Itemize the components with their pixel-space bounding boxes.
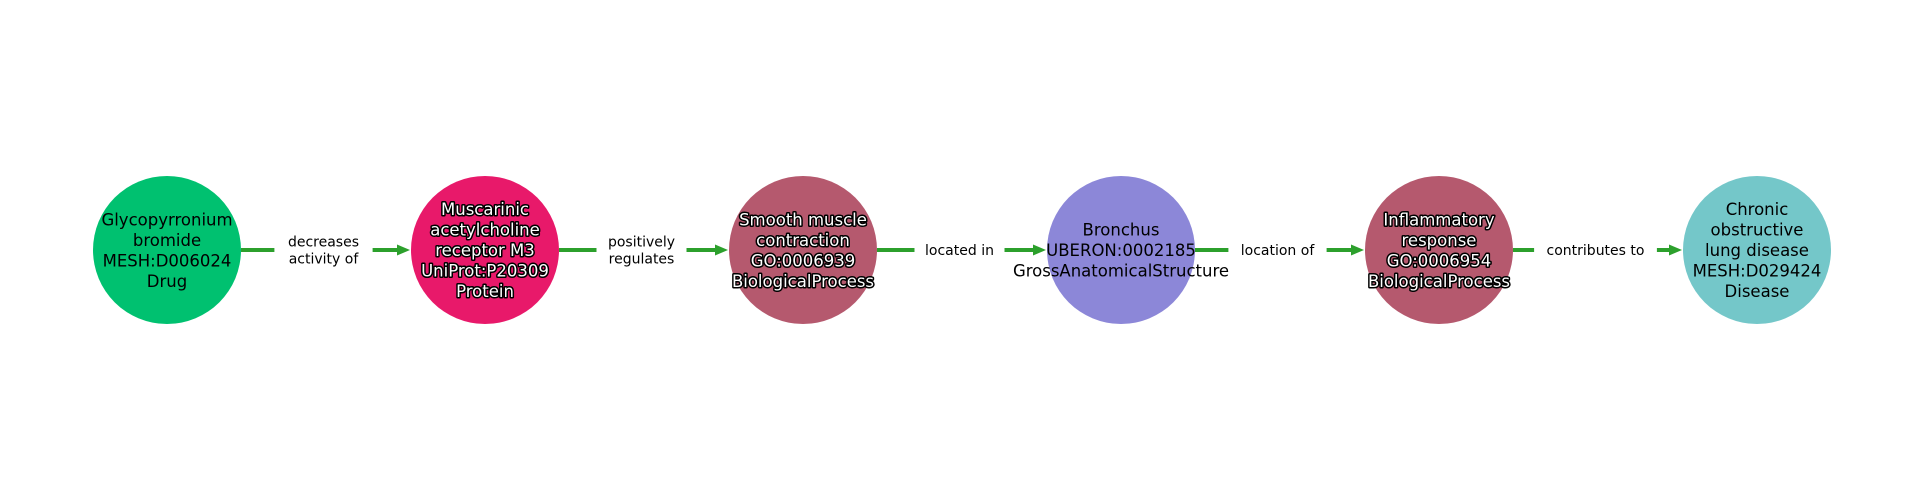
edge-label-background xyxy=(1534,239,1657,261)
node-label-line: Disease xyxy=(1725,282,1790,301)
node-label-line: GO:0006954 xyxy=(1387,251,1492,270)
node-label-line: UniProt:P20309 xyxy=(421,262,549,281)
edge-label-line: regulates xyxy=(609,252,675,268)
edge-label-background xyxy=(596,231,687,269)
node-label-line: BiologicalProcess xyxy=(1368,272,1510,291)
edge-label: location of xyxy=(1228,239,1327,261)
node-label-line: response xyxy=(1402,231,1477,250)
node-label-line: BiologicalProcess xyxy=(732,272,874,291)
node-label-line: Bronchus xyxy=(1083,221,1160,240)
node-label-line: Drug xyxy=(147,272,187,291)
edge-label-background xyxy=(274,231,373,269)
node-label-line: lung disease xyxy=(1705,241,1809,260)
graph-node: Inflammatory responseGO:0006954Biological… xyxy=(1365,176,1513,324)
node-label-line: GrossAnatomicalStructure xyxy=(1013,262,1229,281)
node-label-line: obstructive xyxy=(1711,221,1804,240)
edge-label-line: located in xyxy=(925,243,994,259)
edge-arrowhead xyxy=(715,244,728,256)
node-label-line: Smooth muscle xyxy=(739,210,867,229)
edge-label-line: decreases xyxy=(288,235,359,251)
edge-label-background xyxy=(914,239,1005,261)
node-label-line: Protein xyxy=(456,282,514,301)
edge-label: contributes to xyxy=(1534,239,1657,261)
node-label-line: receptor M3 xyxy=(435,241,535,260)
node-circle xyxy=(93,176,241,324)
edge-arrowhead xyxy=(1351,244,1364,256)
edge-arrowhead xyxy=(397,244,410,256)
node-label-line: UBERON:0002185 xyxy=(1046,241,1196,260)
edge-label-line: location of xyxy=(1241,243,1316,259)
node-circle xyxy=(411,176,559,324)
node-label-line: Inflammatory xyxy=(1383,210,1494,229)
node-circle xyxy=(1683,176,1831,324)
node-label-line: acetylcholine xyxy=(430,221,540,240)
node-label-line: GO:0006939 xyxy=(751,251,856,270)
graph-node: BronchusUBERON:0002185GrossAnatomicalStr… xyxy=(1013,176,1229,324)
node-label-line: MESH:D006024 xyxy=(103,251,232,270)
edge-label-line: contributes to xyxy=(1547,243,1645,259)
node-circle xyxy=(1365,176,1513,324)
edge-label-background xyxy=(1228,239,1327,261)
node-label-line: Muscarinic xyxy=(441,200,529,219)
edge-label-line: activity of xyxy=(289,252,360,268)
node-label-line: contraction xyxy=(756,231,850,250)
node-circle xyxy=(1047,176,1195,324)
edge-arrowhead xyxy=(1033,244,1046,256)
node-label-line: Glycopyrronium xyxy=(101,210,232,229)
node-label-line: bromide xyxy=(133,231,201,250)
edge-label: located in xyxy=(914,239,1005,261)
node-circle xyxy=(729,176,877,324)
edge-label-line: positively xyxy=(608,235,675,251)
graph-node: Smooth muscle contractionGO:0006939Biolog… xyxy=(729,176,877,324)
node-label-line: Chronic xyxy=(1726,200,1789,219)
node-label-line: MESH:D029424 xyxy=(1693,262,1822,281)
edge-arrowhead xyxy=(1669,244,1682,256)
